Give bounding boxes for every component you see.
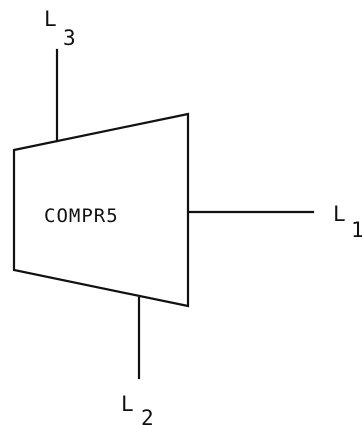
compressor-label: COMPR5 [44,205,119,227]
compressor-body [12,112,190,308]
port-l1-label: L 1 [333,202,362,242]
port-l2-label: L 2 [121,392,154,427]
port-l3-label: L 3 [44,7,76,50]
